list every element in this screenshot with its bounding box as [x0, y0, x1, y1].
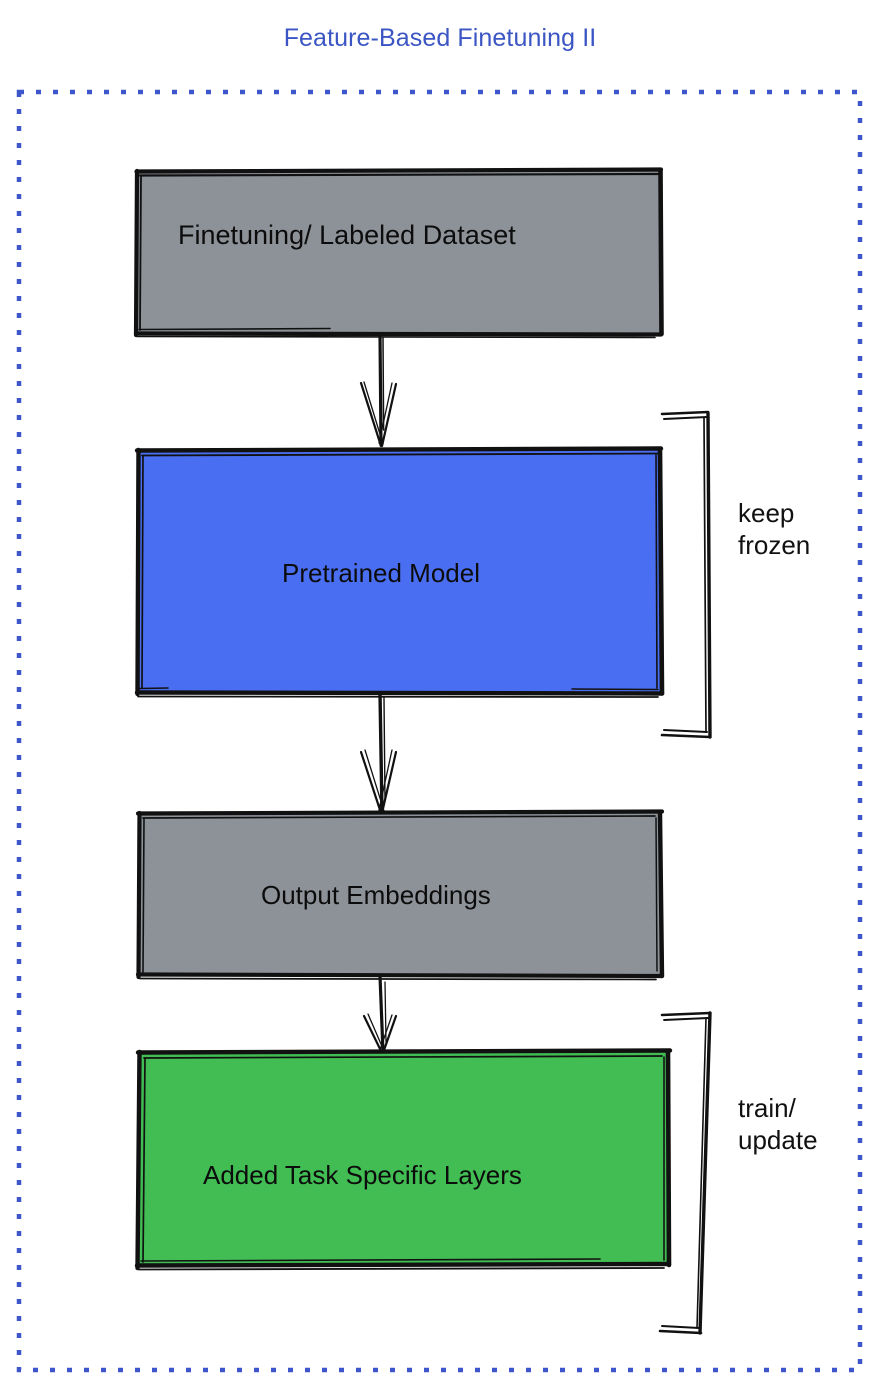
- bracket-keep-frozen-line2: frozen: [738, 529, 811, 560]
- node-pretrain-label: Pretrained Model: [282, 558, 480, 588]
- node-embed[interactable]: [135, 809, 665, 981]
- page-title: Feature-Based Finetuning II: [283, 24, 597, 52]
- node-dataset[interactable]: [133, 167, 664, 339]
- arrow-pretrain-to-embed: [359, 691, 398, 815]
- arrow-embed-to-task: [362, 974, 398, 1055]
- node-pretrain[interactable]: [134, 446, 665, 698]
- node-dataset-label: Finetuning/ Labeled Dataset: [178, 220, 516, 250]
- bracket-keep-frozen-label: keep frozen: [738, 498, 810, 561]
- node-task[interactable]: [134, 1048, 673, 1271]
- bracket-keep-frozen: [660, 410, 712, 739]
- bracket-keep-frozen-line1: keep: [738, 498, 795, 528]
- bracket-train-update: [658, 1011, 712, 1335]
- dashed-container: [16, 89, 863, 1373]
- bracket-train-update-line1: train/: [738, 1093, 796, 1123]
- bracket-train-update-label: train/ update: [738, 1093, 818, 1156]
- node-task-label: Added Task Specific Layers: [203, 1160, 522, 1190]
- bracket-train-update-line2: update: [738, 1124, 818, 1155]
- node-embed-label: Output Embeddings: [261, 880, 491, 910]
- arrow-dataset-to-pretrain: [359, 332, 398, 448]
